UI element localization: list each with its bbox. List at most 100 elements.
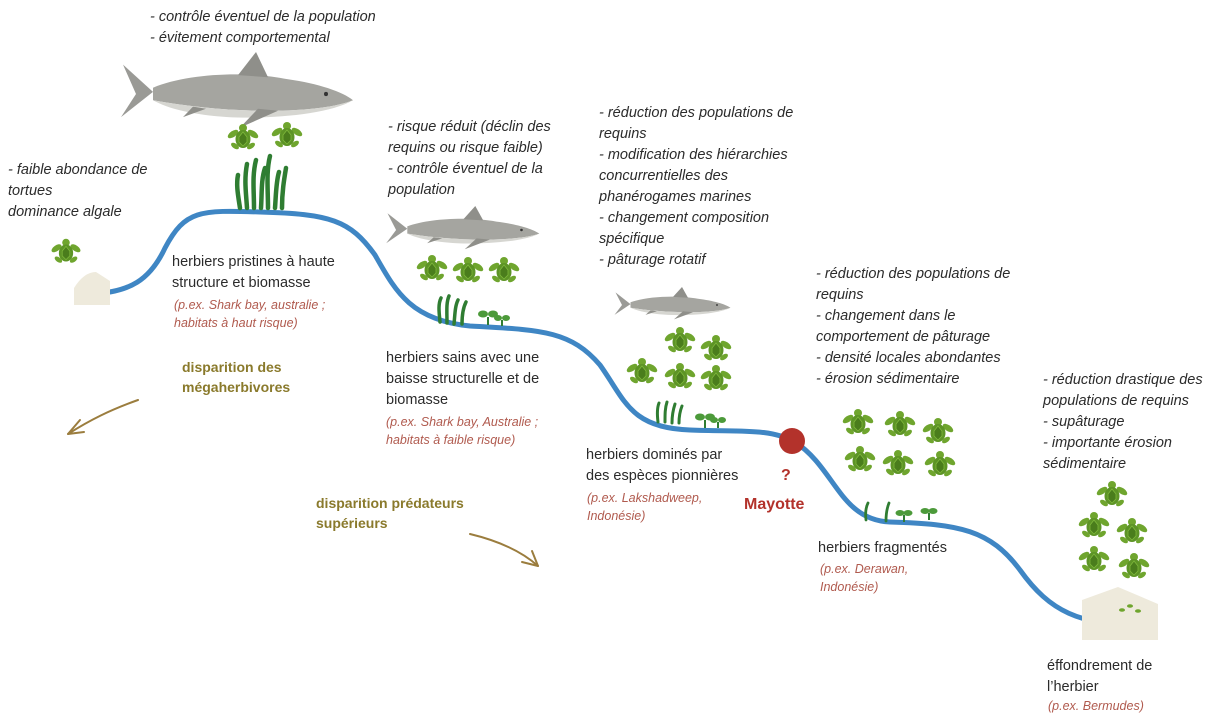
shark-icon <box>386 206 540 250</box>
example-line: Indonésie) <box>820 580 879 594</box>
note-line: - réduction des populations de <box>599 105 794 121</box>
stage-notes-collapse: - réduction drastique des populations de… <box>1043 370 1203 475</box>
stage-examples-collapse: (p.ex. Bermudes) <box>1048 697 1144 715</box>
note-line: requins <box>816 287 864 303</box>
name-line: herbiers sains avec une <box>386 350 540 366</box>
turtle-icon <box>49 238 83 265</box>
note-line: - supâturage <box>1043 414 1125 430</box>
stage-examples-pristine: (p.ex. Shark bay, australie ; habitats à… <box>174 296 325 332</box>
name-line: baisse structurelle et de <box>386 371 540 387</box>
example-line: (p.ex. Shark bay, Australie ; <box>386 415 539 429</box>
mayotte-marker[interactable] <box>779 428 805 454</box>
stage-notes-fragmented: - réduction des populations de requins -… <box>816 264 1010 390</box>
seagrass-medium-icon <box>437 294 468 326</box>
turtle-icon <box>450 256 486 285</box>
note-line: - changement dans le <box>816 308 956 324</box>
driver-line: supérieurs <box>316 515 388 531</box>
note-line: - modification des hiérarchies <box>599 147 788 163</box>
stage-notes-healthy: - risque réduit (déclin des requins ou r… <box>388 117 551 201</box>
note-line: - importante érosion <box>1043 435 1172 451</box>
shark-icon <box>614 287 731 320</box>
note-line: - contrôle éventuel de la <box>388 161 543 177</box>
turtle-icon <box>225 123 261 152</box>
note-line: population <box>388 182 455 198</box>
note-line: requins <box>599 126 647 142</box>
stage-name-healthy: herbiers sains avec une baisse structure… <box>386 348 539 411</box>
driver-label-megaherbivores: disparition des mégaherbivores <box>182 357 290 397</box>
turtle-icon <box>840 408 876 437</box>
note-line: - densité locales abondantes <box>816 350 1001 366</box>
turtle-icon <box>486 256 522 285</box>
turtle-icon <box>414 254 450 283</box>
turtle-icon <box>1076 511 1112 540</box>
example-line: habitats à faible risque) <box>386 433 516 447</box>
seagrass-short-icon <box>655 400 684 425</box>
driver-arrow-megaherbivores <box>67 399 139 435</box>
stage-name-pristine: herbiers pristines à haute structure et … <box>172 252 335 294</box>
turtle-icon <box>662 326 698 355</box>
seedling-icon <box>895 508 938 522</box>
note-line: - réduction drastique des <box>1043 372 1203 388</box>
note-line: - réduction des populations de <box>816 266 1011 282</box>
stage-notes-pristine: - contrôle éventuel de la population - é… <box>150 7 376 49</box>
mayotte-label[interactable]: Mayotte <box>744 496 805 513</box>
name-line: des espèces pionnières <box>586 468 739 484</box>
name-line: structure et biomasse <box>172 275 311 291</box>
name-line: éffondrement de <box>1047 658 1153 674</box>
driver-line: mégaherbivores <box>182 379 291 395</box>
stage-examples-pioneer: (p.ex. Lakshadweep, Indonésie) <box>587 489 702 525</box>
note-line: dominance algale <box>8 204 122 220</box>
stage-name-collapse: éffondrement de l’herbier <box>1047 656 1152 698</box>
note-line: - changement composition <box>599 210 770 226</box>
name-line: herbiers pristines à haute <box>172 254 335 270</box>
note-line: - érosion sédimentaire <box>816 371 960 387</box>
note-line: requins ou risque faible) <box>388 140 543 156</box>
note-line: tortues <box>8 183 53 199</box>
turtle-icon <box>662 362 698 391</box>
shark-icon <box>121 52 353 128</box>
trajectory-curve <box>89 208 1143 628</box>
name-line: biomasse <box>386 392 449 408</box>
stage-examples-healthy: (p.ex. Shark bay, Australie ; habitats à… <box>386 413 538 449</box>
note-line: - évitement comportemental <box>150 30 330 46</box>
turtle-icon <box>882 410 918 439</box>
example-line: (p.ex. Lakshadweep, <box>587 491 703 505</box>
turtle-icon <box>1116 552 1152 581</box>
name-line: herbiers fragmentés <box>818 540 947 556</box>
note-line: spécifique <box>599 231 665 247</box>
sprout-icon <box>1119 604 1141 613</box>
seagrass-sparse-icon <box>864 501 891 523</box>
stage-notes-algal: - faible abondance de tortues dominance … <box>8 160 147 223</box>
turtle-icon <box>1076 545 1112 574</box>
seagrass-tall-icon <box>234 153 289 211</box>
stage-name-pioneer: herbiers dominés par des espèces pionniè… <box>586 445 738 487</box>
turtle-icon <box>842 445 878 474</box>
turtle-icon <box>880 449 916 478</box>
seedling-icon <box>695 413 726 428</box>
example-line: (p.ex. Derawan, <box>820 562 909 576</box>
note-line: - pâturage rotatif <box>599 252 706 268</box>
stage-examples-fragmented: (p.ex. Derawan, Indonésie) <box>820 560 908 596</box>
stage-notes-pioneer: - réduction des populations de requins -… <box>599 103 793 271</box>
note-line: phanérogames marines <box>599 189 752 205</box>
sand-end <box>1082 587 1158 640</box>
note-line: sédimentaire <box>1043 456 1127 472</box>
driver-label-predators: disparition prédateurs supérieurs <box>316 493 464 533</box>
driver-arrow-predators <box>469 533 539 567</box>
note-line: concurrentielles des <box>599 168 728 184</box>
example-line: (p.ex. Shark bay, australie ; <box>174 298 326 312</box>
note-line: - risque réduit (déclin des <box>388 119 551 135</box>
sand-start <box>74 272 110 305</box>
note-line: populations de requins <box>1043 393 1189 409</box>
note-line: comportement de pâturage <box>816 329 991 345</box>
stage-name-fragmented: herbiers fragmentés <box>818 538 947 559</box>
note-line: - contrôle éventuel de la population <box>150 9 376 25</box>
seedling-icon <box>478 310 510 326</box>
example-line: habitats à haut risque) <box>174 316 298 330</box>
driver-line: disparition des <box>182 359 282 375</box>
turtle-icon <box>698 364 734 393</box>
turtle-icon <box>920 417 956 446</box>
turtle-icon <box>698 334 734 363</box>
mayotte-question-mark: ? <box>781 467 791 484</box>
turtle-icon <box>1114 517 1150 546</box>
